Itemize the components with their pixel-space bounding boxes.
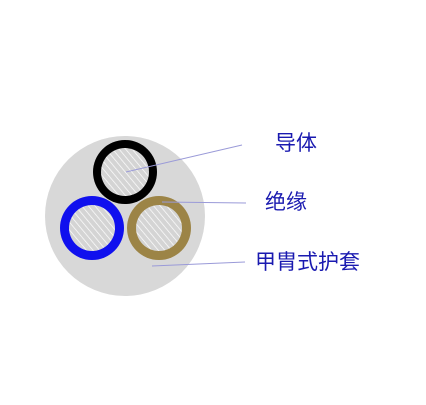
core-brown-conductor: [136, 205, 182, 251]
core-blue-conductor: [69, 205, 115, 251]
leader-line-sheath: [151, 261, 246, 267]
core-black-conductor: [101, 148, 149, 196]
label-insulation: 绝缘: [265, 190, 307, 214]
leader-line-conductor: [125, 144, 243, 173]
label-conductor: 导体: [275, 131, 317, 155]
leader-line-insulation: [161, 201, 247, 204]
label-armored-sheath: 甲胄式护套: [255, 250, 360, 274]
